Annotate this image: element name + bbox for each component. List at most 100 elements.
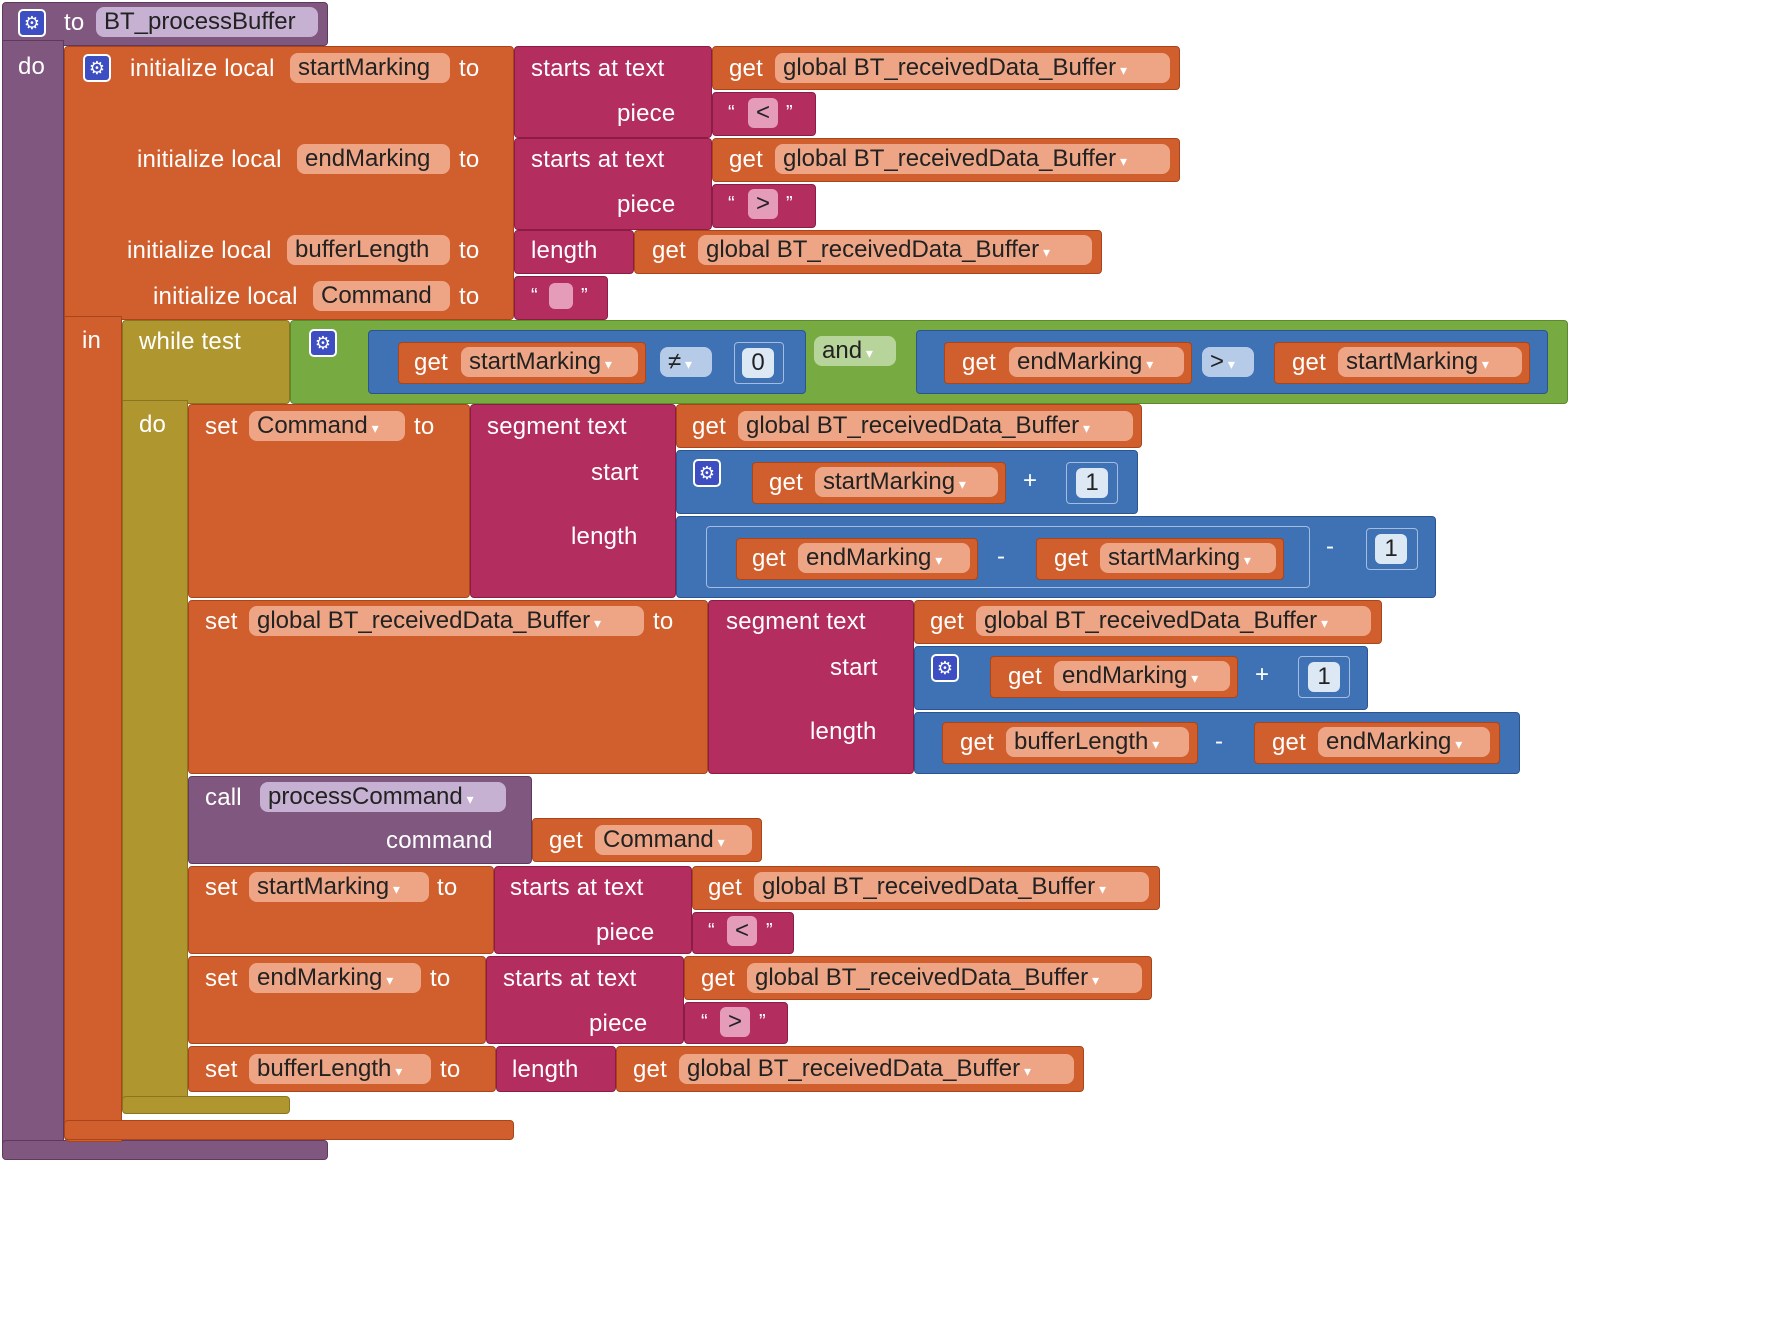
starts-at-label: starts at text bbox=[503, 965, 637, 992]
local-variable-dropdown[interactable]: endMarking bbox=[1318, 727, 1490, 757]
to-keyword: to bbox=[437, 874, 458, 901]
gear-icon[interactable]: ⚙ bbox=[18, 9, 46, 37]
local-variable-dropdown[interactable]: endMarking bbox=[798, 543, 970, 573]
procedure-name-field[interactable]: BT_processBuffer bbox=[96, 7, 318, 37]
initialize-local-footer bbox=[64, 1120, 514, 1140]
initialize-local-keyword: initialize local bbox=[127, 237, 272, 264]
local-name-startMarking[interactable]: startMarking bbox=[290, 53, 450, 83]
global-variable-dropdown[interactable]: global BT_receivedData_Buffer bbox=[775, 53, 1170, 83]
open-quote: “ bbox=[708, 920, 715, 942]
length-block[interactable] bbox=[514, 230, 634, 274]
to-keyword: to bbox=[414, 413, 435, 440]
while-test-label: while test bbox=[139, 328, 242, 355]
operator-dropdown-and[interactable]: and bbox=[814, 336, 896, 366]
local-variable-dropdown[interactable]: endMarking bbox=[1009, 347, 1184, 377]
get-keyword: get bbox=[1272, 729, 1306, 756]
global-variable-dropdown[interactable]: global BT_receivedData_Buffer bbox=[679, 1054, 1074, 1084]
in-keyword: in bbox=[82, 327, 102, 354]
starts-at-block[interactable] bbox=[514, 46, 712, 138]
number-value[interactable]: 1 bbox=[1375, 534, 1407, 564]
text-value-lt[interactable]: < bbox=[727, 916, 757, 946]
number-value[interactable]: 1 bbox=[1076, 468, 1108, 498]
get-keyword: get bbox=[752, 545, 786, 572]
segment-block[interactable] bbox=[470, 404, 676, 598]
global-variable-dropdown[interactable]: global BT_receivedData_Buffer bbox=[747, 963, 1142, 993]
set-variable-dropdown[interactable]: bufferLength bbox=[249, 1054, 431, 1084]
gear-icon[interactable]: ⚙ bbox=[309, 329, 337, 357]
global-variable-dropdown[interactable]: global BT_receivedData_Buffer bbox=[738, 411, 1133, 441]
to-keyword: to bbox=[459, 283, 480, 310]
set-keyword: set bbox=[205, 413, 238, 440]
plus-operator: + bbox=[1255, 661, 1270, 688]
while-block[interactable] bbox=[122, 320, 290, 404]
while-spine bbox=[122, 400, 188, 1112]
text-value-gt[interactable]: > bbox=[720, 1007, 750, 1037]
piece-label: piece bbox=[617, 191, 676, 218]
global-variable-dropdown[interactable]: global BT_receivedData_Buffer bbox=[754, 872, 1149, 902]
procedure-dropdown[interactable]: processCommand bbox=[260, 782, 506, 812]
local-name-bufferLength[interactable]: bufferLength bbox=[287, 235, 450, 265]
set-keyword: set bbox=[205, 608, 238, 635]
piece-label: piece bbox=[596, 919, 655, 946]
local-variable-dropdown[interactable]: Command bbox=[595, 825, 752, 855]
length-block[interactable] bbox=[496, 1046, 616, 1092]
get-keyword: get bbox=[729, 55, 763, 82]
initialize-local-block[interactable] bbox=[64, 46, 514, 320]
local-variable-dropdown[interactable]: bufferLength bbox=[1006, 727, 1189, 757]
get-keyword: get bbox=[769, 469, 803, 496]
local-variable-dropdown[interactable]: startMarking bbox=[1100, 543, 1276, 573]
number-value[interactable]: 0 bbox=[742, 348, 774, 378]
local-variable-dropdown[interactable]: startMarking bbox=[461, 347, 638, 377]
local-name-endMarking[interactable]: endMarking bbox=[297, 144, 450, 174]
text-value-gt[interactable]: > bbox=[748, 189, 778, 219]
number-value[interactable]: 1 bbox=[1308, 662, 1340, 692]
gear-icon[interactable]: ⚙ bbox=[931, 654, 959, 682]
local-variable-dropdown[interactable]: endMarking bbox=[1054, 661, 1230, 691]
start-label: start bbox=[830, 654, 878, 681]
close-quote: ” bbox=[759, 1011, 766, 1033]
initialize-local-keyword: initialize local bbox=[153, 283, 298, 310]
length-label: length bbox=[571, 523, 638, 550]
get-keyword: get bbox=[960, 729, 994, 756]
set-variable-dropdown[interactable]: global BT_receivedData_Buffer bbox=[249, 606, 644, 636]
operator-dropdown-neq[interactable]: ≠ bbox=[660, 347, 712, 377]
segment-label: segment text bbox=[726, 608, 866, 635]
get-keyword: get bbox=[1008, 663, 1042, 690]
text-value-lt[interactable]: < bbox=[748, 98, 778, 128]
minus-operator: - bbox=[1215, 728, 1224, 755]
close-quote: ” bbox=[581, 285, 588, 307]
length-label: length bbox=[512, 1056, 579, 1083]
piece-label: piece bbox=[589, 1010, 648, 1037]
set-variable-dropdown[interactable]: Command bbox=[249, 411, 405, 441]
global-variable-dropdown[interactable]: global BT_receivedData_Buffer bbox=[976, 606, 1371, 636]
gear-icon[interactable]: ⚙ bbox=[693, 459, 721, 487]
operator-dropdown-gt[interactable]: > bbox=[1202, 347, 1254, 377]
local-name-Command[interactable]: Command bbox=[313, 281, 450, 311]
segment-block[interactable] bbox=[708, 600, 914, 774]
starts-at-block[interactable] bbox=[494, 866, 692, 954]
global-variable-dropdown[interactable]: global BT_receivedData_Buffer bbox=[775, 144, 1170, 174]
minus-operator: - bbox=[997, 543, 1006, 570]
length-label: length bbox=[531, 237, 598, 264]
get-keyword: get bbox=[633, 1056, 667, 1083]
get-keyword: get bbox=[414, 349, 448, 376]
command-parameter-label: command bbox=[386, 827, 493, 854]
do-keyword: do bbox=[18, 53, 46, 80]
starts-at-block[interactable] bbox=[486, 956, 684, 1044]
get-keyword: get bbox=[708, 874, 742, 901]
open-quote: “ bbox=[531, 285, 538, 307]
set-variable-dropdown[interactable]: endMarking bbox=[249, 963, 421, 993]
set-variable-dropdown[interactable]: startMarking bbox=[249, 872, 429, 902]
text-value-empty[interactable] bbox=[549, 283, 573, 309]
starts-at-block[interactable] bbox=[514, 138, 712, 230]
local-variable-dropdown[interactable]: startMarking bbox=[815, 467, 998, 497]
local-variable-dropdown[interactable]: startMarking bbox=[1338, 347, 1522, 377]
to-keyword: to bbox=[430, 965, 451, 992]
do-keyword: do bbox=[139, 411, 167, 438]
set-keyword: set bbox=[205, 874, 238, 901]
global-variable-dropdown[interactable]: global BT_receivedData_Buffer bbox=[698, 235, 1092, 265]
gear-icon[interactable]: ⚙ bbox=[83, 54, 111, 82]
set-keyword: set bbox=[205, 1056, 238, 1083]
length-label: length bbox=[810, 718, 877, 745]
procedure-spine bbox=[2, 40, 64, 1150]
